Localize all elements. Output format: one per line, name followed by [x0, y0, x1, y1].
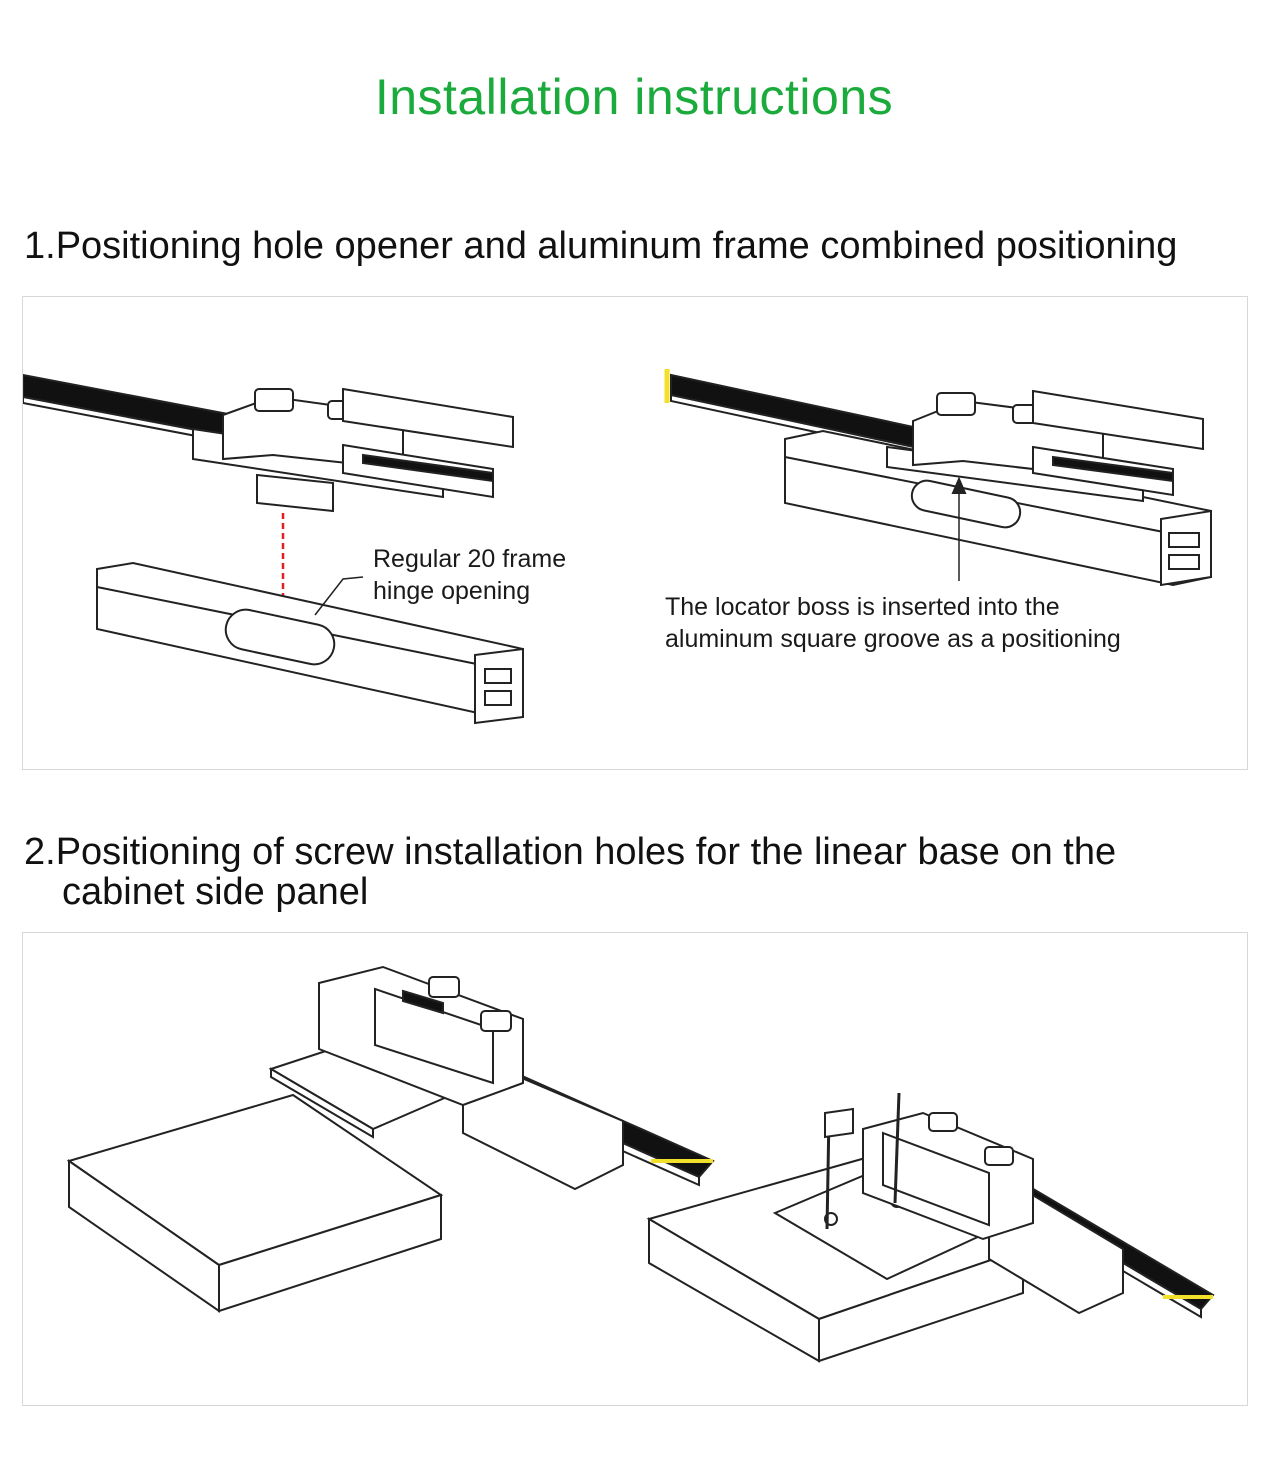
hole-opener-above-frame-illustration [23, 373, 524, 725]
step2-panel [22, 932, 1248, 1406]
hole-opener-on-frame-illustration [664, 369, 1212, 587]
step2-heading-line2: cabinet side panel [62, 871, 369, 913]
callout-right-line1: The locator boss is inserted into the [665, 593, 1060, 621]
jig-drilling-panel-illustration [646, 1092, 1215, 1363]
step2-heading: 2.Positioning of screw installation hole… [24, 832, 1264, 912]
jig-and-panel-illustration [66, 965, 715, 1313]
step1-illustrations [23, 369, 1212, 725]
step2-illustrations [66, 965, 1215, 1363]
callout-left-line2: hinge opening [373, 577, 531, 605]
callout-right-line2: aluminum square groove as a positioning [665, 625, 1121, 653]
step2-heading-line1: 2.Positioning of screw installation hole… [24, 831, 1117, 873]
step1-panel: Regular 20 frame hinge opening The locat… [22, 296, 1248, 770]
callout-left-line1: Regular 20 frame [373, 545, 567, 573]
page-title: Installation instructions [374, 69, 894, 125]
step1-heading: 1.Positioning hole opener and aluminum f… [24, 225, 1178, 267]
